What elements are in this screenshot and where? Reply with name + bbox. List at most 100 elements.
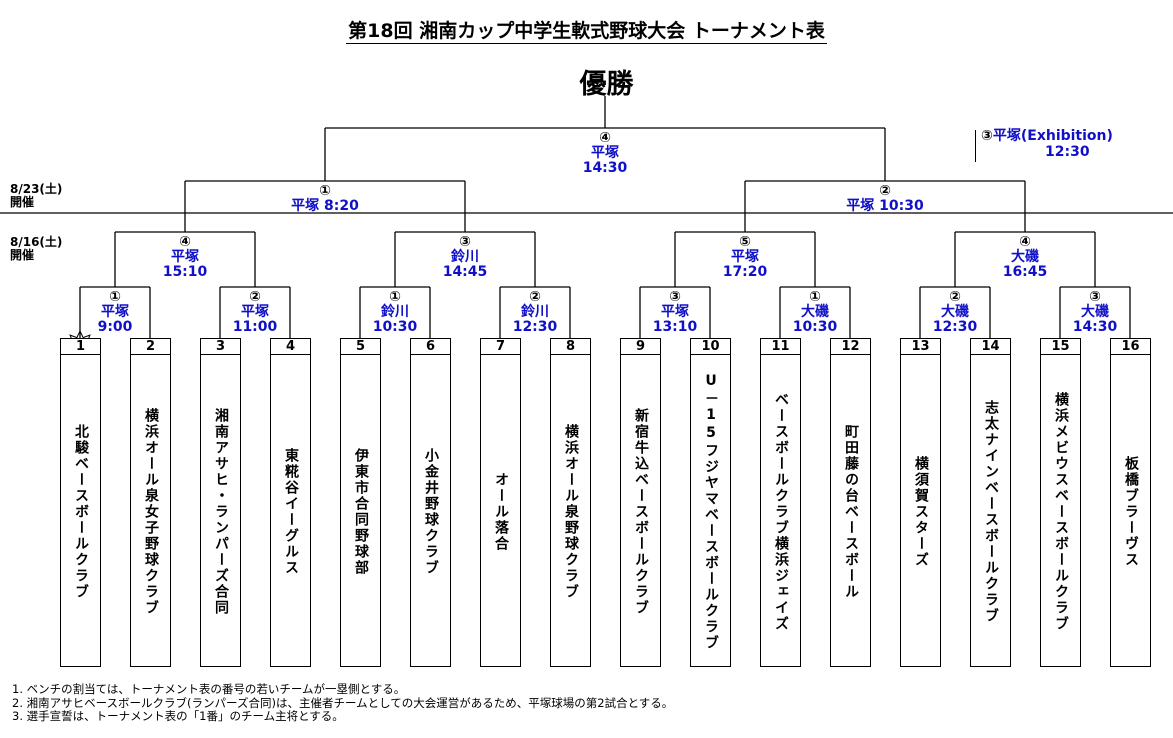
team-seed: 8 <box>551 339 590 355</box>
match-venue: 平塚 <box>171 249 199 265</box>
match-number: ③ <box>669 289 681 305</box>
team-seed: 4 <box>271 339 310 355</box>
match-number: ① <box>389 289 401 305</box>
team-box-3: 3 湘南アサヒ・ランパーズ合同 <box>200 338 241 667</box>
team-name: U－15フジヤマベースボールクラブ <box>703 372 719 651</box>
match-number: ② <box>949 289 961 305</box>
team-seed: 2 <box>131 339 170 355</box>
team-name: 板橋ブラーヴス <box>1123 455 1139 568</box>
match-number: ④ <box>1019 234 1031 250</box>
team-name: 町田藤の台ベースボール <box>843 423 859 600</box>
date-label-round3: 8/23(土) 開催 <box>10 182 63 209</box>
team-seed: 15 <box>1041 339 1080 355</box>
match-venue: 鈴川 <box>451 249 479 265</box>
match-number: ⑤ <box>739 234 751 250</box>
match-number: ② <box>529 289 541 305</box>
match-number: ③ <box>459 234 471 250</box>
match-number: ② <box>879 183 891 199</box>
date-label-round1: 8/16(土) 開催 <box>10 235 63 262</box>
match-number: ① <box>319 183 331 199</box>
match-time: 9:00 <box>97 319 133 335</box>
team-seed: 9 <box>621 339 660 355</box>
team-seed: 11 <box>761 339 800 355</box>
match-time: 14:30 <box>582 160 628 176</box>
page-title: 第18回 湘南カップ中学生軟式野球大会 トーナメント表 <box>346 20 827 44</box>
match-venue: 平塚 <box>731 249 759 265</box>
team-seed: 16 <box>1111 339 1150 355</box>
team-name: 新宿牛込ベースボールクラブ <box>633 407 649 616</box>
match-venue: 大磯 <box>941 304 969 320</box>
match-venue: 平塚 <box>591 145 619 161</box>
team-name: 志太ナインベースボールクラブ <box>983 399 999 624</box>
match-venue: 大磯 <box>1011 249 1039 265</box>
team-name: 北駿ベースボールクラブ <box>73 423 89 600</box>
team-name: 小金井野球クラブ <box>423 447 439 576</box>
match-number: ① <box>109 289 121 305</box>
match-number: ④ <box>179 234 191 250</box>
match-number: ③ <box>1089 289 1101 305</box>
team-name: 横浜オール泉野球クラブ <box>563 423 579 600</box>
team-seed: 13 <box>901 339 940 355</box>
team-seed: 6 <box>411 339 450 355</box>
team-box-11: 11 ベースボールクラブ横浜ジェイズ <box>760 338 801 667</box>
team-box-16: 16 板橋ブラーヴス <box>1110 338 1151 667</box>
team-box-9: 9 新宿牛込ベースボールクラブ <box>620 338 661 667</box>
match-time: 17:20 <box>722 264 768 280</box>
team-seed: 3 <box>201 339 240 355</box>
team-seed: 7 <box>481 339 520 355</box>
team-name: 東糀谷イーグルス <box>283 447 299 576</box>
team-box-8: 8 横浜オール泉野球クラブ <box>550 338 591 667</box>
notes: 1. ベンチの割当ては、トーナメント表の番号の若いチームが一塁側とする。 2. … <box>12 682 673 724</box>
match-venue: 大磯 <box>801 304 829 320</box>
match-time: 15:10 <box>162 264 208 280</box>
match-time: 14:45 <box>442 264 488 280</box>
team-seed: 14 <box>971 339 1010 355</box>
match-time: 13:10 <box>652 319 698 335</box>
match-venue: 平塚 10:30 <box>846 198 924 214</box>
team-box-4: 4 東糀谷イーグルス <box>270 338 311 667</box>
team-name: ベースボールクラブ横浜ジェイズ <box>773 391 789 632</box>
match-time: 12:30 <box>932 319 978 335</box>
match-time: 12:30 <box>512 319 558 335</box>
match-number: ④ <box>599 130 611 146</box>
team-seed: 5 <box>341 339 380 355</box>
match-venue: 平塚 <box>241 304 269 320</box>
champion-label: 優勝 <box>579 69 634 100</box>
match-time: 10:30 <box>792 319 838 335</box>
note-1: 1. ベンチの割当ては、トーナメント表の番号の若いチームが一塁側とする。 <box>12 682 406 696</box>
team-name: 横浜メビウスベースボールクラブ <box>1053 391 1069 632</box>
match-venue: 鈴川 <box>381 304 409 320</box>
match-time: 11:00 <box>232 319 278 335</box>
team-box-6: 6 小金井野球クラブ <box>410 338 451 667</box>
team-seed: 10 <box>691 339 730 355</box>
match-time: 10:30 <box>372 319 418 335</box>
team-seed: 1 <box>61 339 100 355</box>
team-box-14: 14 志太ナインベースボールクラブ <box>970 338 1011 667</box>
match-time: 14:30 <box>1072 319 1118 335</box>
match-number: ① <box>809 289 821 305</box>
match-time: 16:45 <box>1002 264 1048 280</box>
team-name: 湘南アサヒ・ランパーズ合同 <box>213 407 229 616</box>
exhibition-label: ③平塚(Exhibition) 12:30 <box>975 128 1113 162</box>
team-box-1: 1 北駿ベースボールクラブ <box>60 338 101 667</box>
